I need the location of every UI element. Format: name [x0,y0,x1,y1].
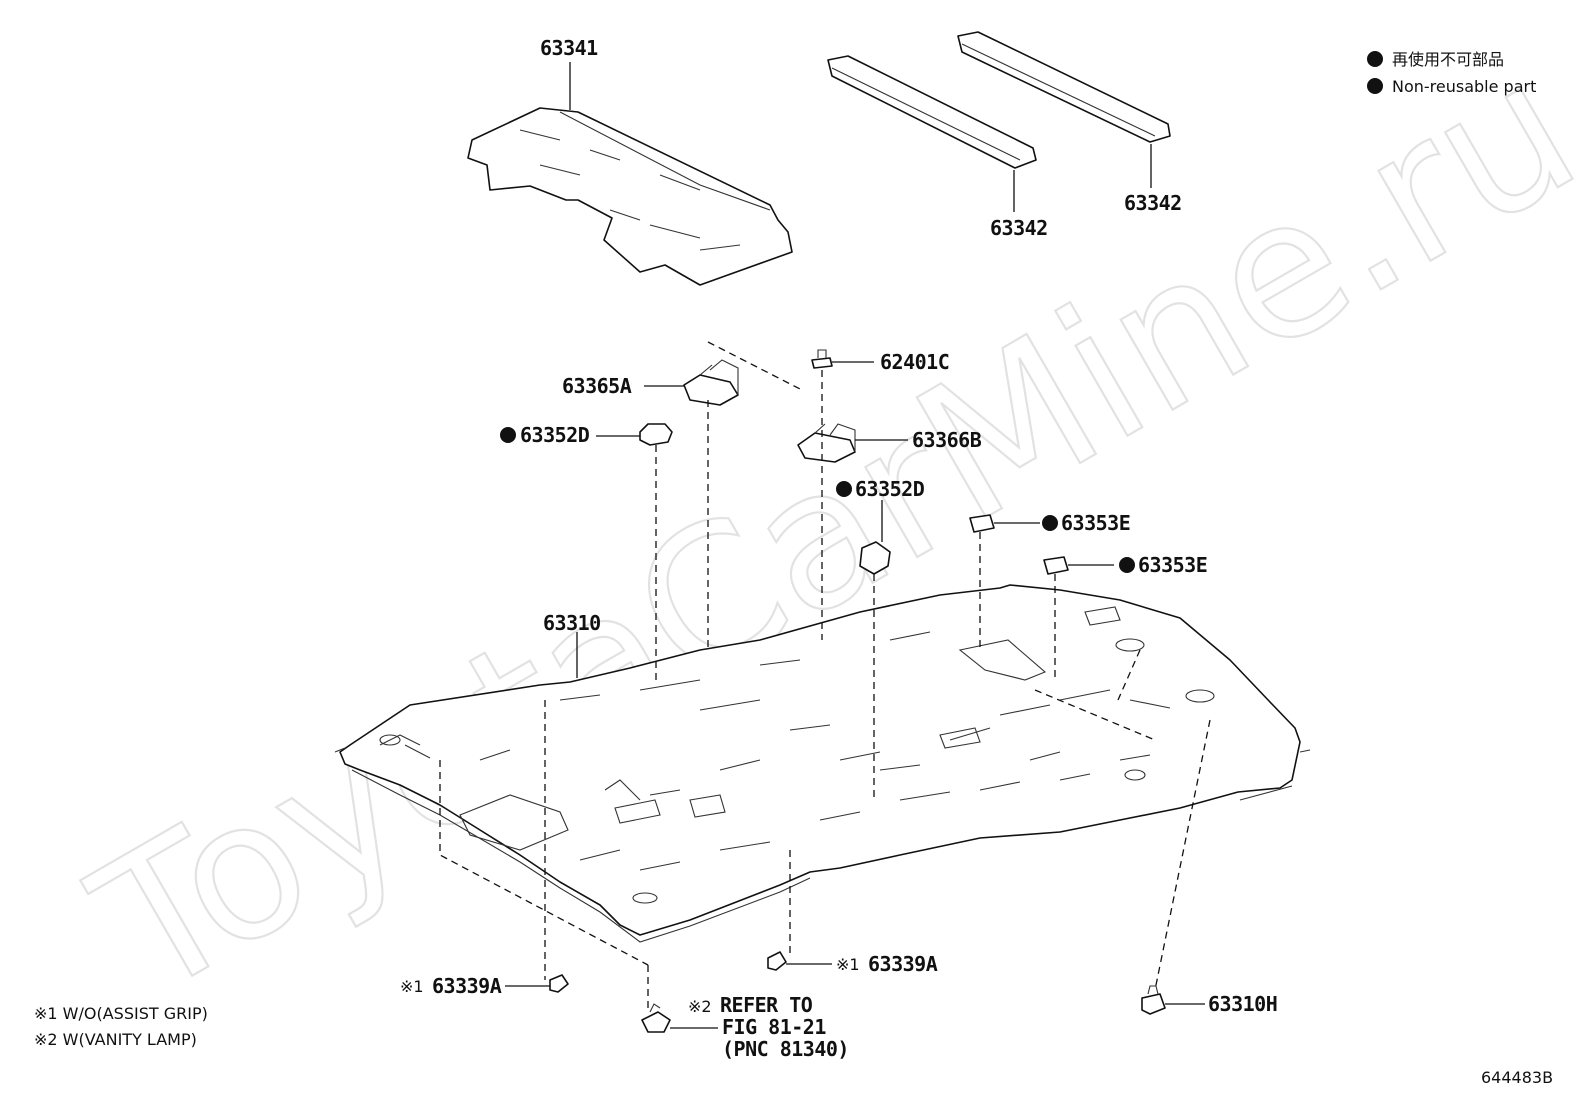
part-63341-pad [467,107,793,286]
label-62401c: 62401C [880,350,949,374]
label-63341: 63341 [540,36,598,60]
label-63342-b: 63342 [1124,191,1182,215]
non-reusable-dot [1119,557,1135,573]
label-63353e-a: 63353E [1061,511,1130,535]
legend-dot-jp [1367,51,1383,67]
part-63365a-bracket [683,359,739,406]
part-62401c-clip [811,349,833,369]
label-63342-a: 63342 [990,216,1048,240]
part-63342-strip-b [957,31,1171,143]
label-63365a: 63365A [562,374,632,398]
part-63342-strip-a [827,55,1037,169]
mark-1-left: ※1 [400,977,424,996]
label-63339a-right: 63339A [868,952,938,976]
label-63352d-a: 63352D [520,423,590,447]
non-reusable-dot [836,481,852,497]
legend-dot-en [1367,78,1383,94]
part-vanity-lamp-bracket [641,1003,671,1033]
label-63352d-b: 63352D [855,477,925,501]
legend-en: Non-reusable part [1392,77,1536,96]
refer-line-2: FIG 81-21 [722,1015,826,1039]
part-63310h-clip [1141,985,1166,1015]
footnote-1: ※1 W/O(ASSIST GRIP) [34,1004,208,1023]
part-63352d-pad-b [859,541,891,575]
part-63353e-pad-b [1043,556,1069,575]
figure-code: 644483B [1481,1068,1553,1087]
label-63366b: 63366B [912,428,982,452]
part-63339a-clip-left [549,974,569,993]
label-63339a-left: 63339A [432,974,502,998]
watermark: ToyotaCarMine.ru [61,18,1592,1040]
mark-1-right: ※1 [836,955,860,974]
legend-jp: 再使用不可部品 [1392,50,1504,69]
part-63352d-pad-a [639,423,673,446]
part-63339a-clip-right [767,951,787,971]
refer-line-3: (PNC 81340) [722,1037,849,1061]
label-63310: 63310 [543,611,601,635]
part-63310-headliner [334,584,1311,943]
label-63353e-b: 63353E [1138,553,1207,577]
non-reusable-dot [500,427,516,443]
assembly-lines [439,341,1211,1012]
footnote-2: ※2 W(VANITY LAMP) [34,1030,197,1049]
label-63310h: 63310H [1208,992,1277,1016]
part-63366b-bracket [797,423,856,463]
mark-2: ※2 [688,997,712,1016]
refer-line-1: REFER TO [720,993,813,1017]
non-reusable-dot [1042,515,1058,531]
part-63353e-pad-a [969,514,995,533]
